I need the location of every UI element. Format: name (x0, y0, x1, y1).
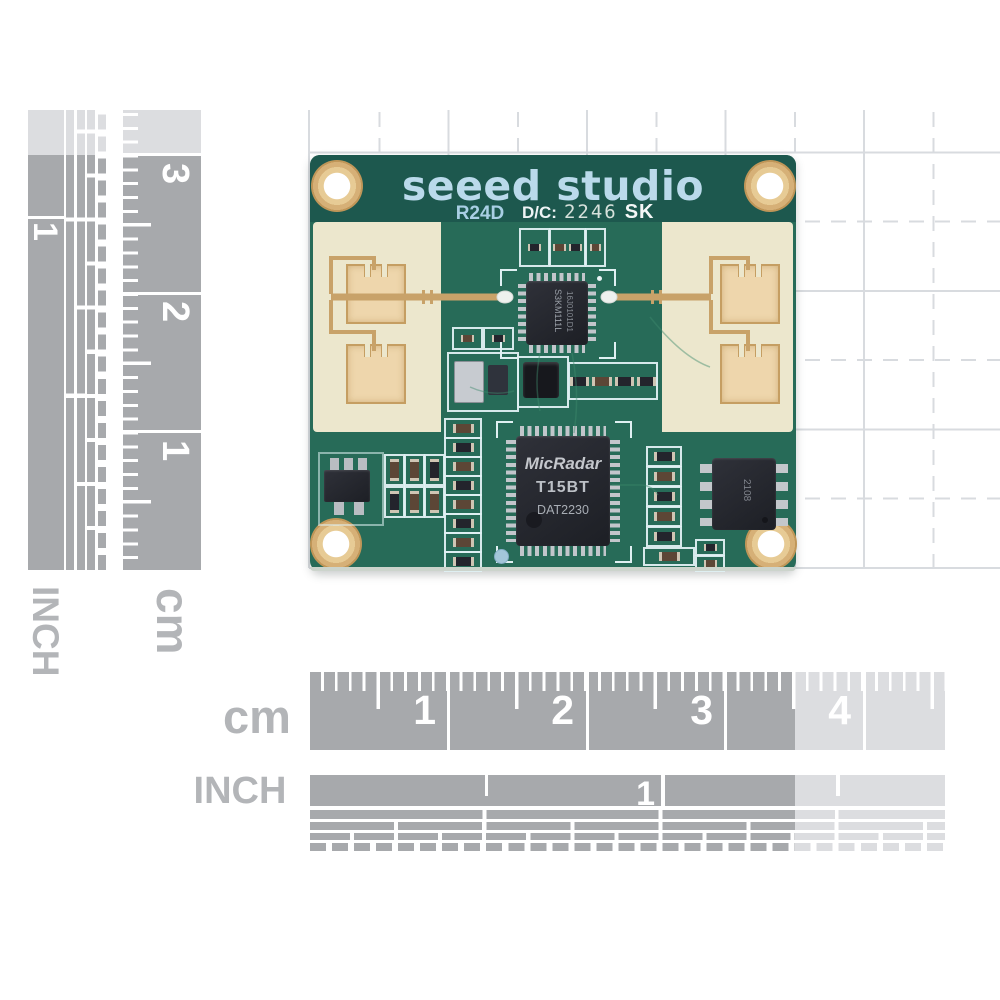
half-inch-tick (484, 775, 488, 796)
half-inch-tick (836, 775, 840, 796)
cm-ruler-number: 3 (154, 163, 196, 185)
mcu-code-text: DAT2230 (537, 503, 589, 517)
passive-component (452, 519, 474, 528)
passive-component (452, 538, 474, 547)
silkscreen-box (585, 228, 606, 267)
cm-unit-label: cm (147, 588, 199, 655)
vertical-cm-ruler: 3 2 1 (123, 110, 201, 570)
passive-component (390, 459, 399, 481)
passive-component (553, 244, 566, 251)
date-code-label: D/C: (522, 203, 557, 222)
passive-component (653, 512, 675, 521)
inch-unit-label: INCH (25, 586, 66, 677)
passive-component (590, 244, 601, 251)
cm-ruler-number: 3 (690, 687, 713, 733)
cm-mark-line (123, 291, 201, 295)
inch-mark-line (28, 216, 64, 219)
antenna-patch (720, 264, 780, 324)
date-code-value: 2246 (563, 201, 618, 223)
inch-mark-line (661, 775, 665, 806)
passive-component (653, 452, 675, 461)
cm-mark-line (585, 672, 589, 750)
passive-component (614, 376, 634, 386)
cm-mark-line (862, 672, 866, 750)
passive-component (461, 335, 474, 342)
passive-component (636, 376, 656, 386)
radar-module-board: seeed studio R24D D/C: 2246 SK (310, 155, 797, 572)
copper-trace-layer (329, 256, 750, 496)
cm-ruler-number: 2 (154, 301, 196, 323)
silkscreen-box (483, 327, 514, 350)
antenna-patch (346, 344, 406, 404)
passive-component (653, 532, 675, 541)
silkscreen-box (568, 362, 658, 400)
cm-ruler-number: 2 (551, 687, 574, 733)
brand-logo-text: seeed studio (401, 162, 705, 210)
passive-component (452, 481, 474, 490)
mounting-hole (311, 160, 363, 212)
cm-mark-line (447, 672, 450, 750)
silkscreen-box (318, 452, 384, 526)
passive-component (452, 424, 474, 433)
pin1-dot (762, 517, 768, 523)
power-inductor (523, 362, 559, 398)
cm-ruler-number: 1 (154, 440, 196, 462)
passive-component (528, 244, 541, 251)
pin1-dot (597, 276, 602, 281)
passive-component (410, 491, 419, 513)
passive-component (430, 459, 439, 481)
passive-component (452, 500, 474, 509)
passive-component (570, 376, 590, 386)
date-code-row: D/C: 2246 SK (522, 201, 655, 224)
horizontal-inch-ruler: 1 (310, 775, 945, 861)
passive-component (658, 552, 680, 561)
passive-component (452, 557, 474, 566)
mcu-brand-text: MicRadar (524, 454, 602, 473)
passive-component (410, 459, 419, 481)
cm-unit-label: cm (223, 690, 291, 743)
inch-unit-label: INCH (193, 770, 287, 812)
radar-transceiver-chip (526, 281, 588, 345)
inch-ruler-number: 1 (26, 222, 64, 241)
passive-component (430, 491, 439, 513)
mounting-hole (310, 518, 362, 570)
small-ic (488, 365, 508, 395)
passive-component (390, 491, 399, 513)
cm-mark-line (123, 430, 201, 433)
mounting-hole (744, 160, 796, 212)
horizontal-cm-ruler: 1 2 3 4 (310, 672, 945, 750)
passive-component (592, 376, 612, 386)
cm-mark-line (123, 153, 201, 156)
passive-component (703, 560, 717, 567)
paint-dot (494, 549, 509, 564)
crystal-oscillator (454, 361, 484, 403)
cm-ruler-number: 1 (413, 687, 436, 733)
vertical-inch-ruler: 1 (26, 110, 106, 570)
passive-component (452, 462, 474, 471)
voltage-regulator (324, 470, 370, 502)
silkscreen-box (452, 327, 483, 350)
inch-ruler-number: 1 (636, 775, 655, 813)
passive-component (452, 443, 474, 452)
board-edge (310, 567, 796, 571)
pin1-dimple (526, 512, 542, 528)
passive-component (653, 492, 675, 501)
cm-ruler-number: 4 (828, 687, 851, 733)
passive-component (653, 472, 675, 481)
passive-component (569, 244, 582, 251)
cm-mark-line (724, 672, 727, 750)
passive-component (703, 544, 717, 551)
date-code-suffix: SK (624, 201, 655, 223)
mcu-model-text: T15BT (536, 479, 590, 496)
antenna-patch (720, 344, 780, 404)
board-header-strip (310, 155, 796, 222)
passive-component (492, 335, 505, 342)
model-text: R24D (455, 203, 505, 224)
